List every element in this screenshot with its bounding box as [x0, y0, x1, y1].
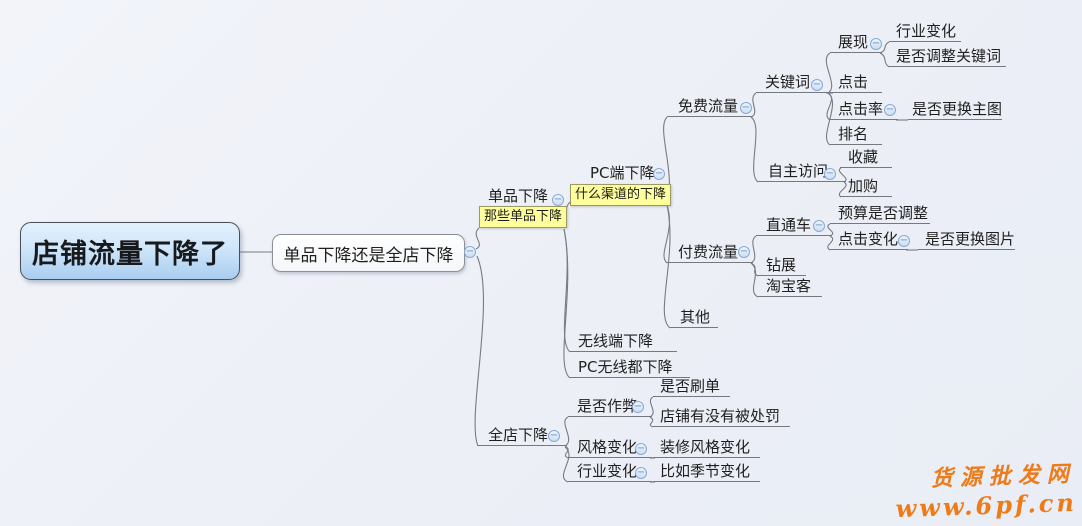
topic-paiming[interactable]: 排名	[830, 126, 882, 145]
collapse-icon-dianji-bianhua[interactable]: −	[898, 235, 910, 247]
topic-yusuan[interactable]: 预算是否调整	[830, 205, 930, 224]
topic-danpin[interactable]: 单品下降	[488, 187, 549, 205]
collapse-icon-danpin[interactable]: −	[552, 194, 564, 206]
collapse-icon-fengge[interactable]: −	[635, 443, 647, 455]
topic-dianjilv[interactable]: 点击率	[830, 101, 898, 120]
topic-shoucang[interactable]: 收藏	[840, 149, 892, 168]
topic-taobaoke[interactable]: 淘宝客	[758, 278, 822, 297]
topic-shifou-zuobi[interactable]: 是否作弊	[568, 398, 652, 417]
topic-wuxian[interactable]: 无线端下降	[570, 333, 677, 352]
topic-quandian[interactable]: 全店下降	[478, 427, 567, 446]
topic-jiagou[interactable]: 加购	[840, 178, 892, 197]
collapse-icon-dianjilv[interactable]: −	[884, 104, 896, 116]
topic-dianji-bianhua[interactable]: 点击变化	[830, 231, 908, 250]
topic-genghuan-tupian[interactable]: 是否更换图片	[918, 231, 1015, 250]
topic-chufa[interactable]: 店铺有没有被处罚	[653, 408, 790, 427]
topic-qita[interactable]: 其他	[670, 309, 718, 328]
topic-zhanxian[interactable]: 展现	[830, 34, 882, 53]
topic-pc-wuxian[interactable]: PC无线都下降	[570, 359, 690, 378]
topic-mianfei[interactable]: 免费流量	[667, 98, 753, 117]
note-pc-drop[interactable]: 什么渠道的下降	[570, 184, 672, 206]
collapse-icon-mianfei[interactable]: −	[740, 102, 752, 114]
topic-shua-dan[interactable]: 是否刷单	[653, 378, 730, 397]
collapse-icon-zhanxian[interactable]: −	[870, 38, 882, 50]
topic-guanjianci[interactable]: 关键词	[756, 74, 830, 93]
collapse-icon-fufei[interactable]: −	[738, 246, 750, 258]
topic-zhuangxiu[interactable]: 装修风格变化	[653, 439, 760, 458]
note-danpin[interactable]: 那些单品下降	[479, 206, 568, 228]
watermark: 货源批发网 www.6pf.cn	[894, 456, 1077, 523]
collapse-icon-hangye2[interactable]: −	[635, 467, 647, 479]
topic-zizhu[interactable]: 自主访问	[758, 163, 846, 182]
collapse-icon-quandian[interactable]: −	[548, 430, 560, 442]
topic-jijie[interactable]: 比如季节变化	[653, 463, 760, 482]
topic-dianji[interactable]: 点击	[830, 74, 882, 93]
topic-pc-drop[interactable]: PC端下降	[590, 164, 655, 182]
topic-question[interactable]: 单品下降还是全店下降	[272, 234, 465, 272]
collapse-icon-zizhu[interactable]: −	[824, 168, 836, 180]
collapse-icon-pc-drop[interactable]: −	[653, 168, 665, 180]
topic-fengge[interactable]: 风格变化	[568, 439, 652, 458]
topic-hangye2[interactable]: 行业变化	[568, 463, 652, 482]
collapse-icon-guanjianci[interactable]: −	[811, 79, 823, 91]
topic-root[interactable]: 店铺流量下降了	[20, 222, 240, 280]
topic-zuanzhan[interactable]: 钻展	[758, 257, 806, 276]
collapse-icon-shifou-zuobi[interactable]: −	[632, 401, 644, 413]
collapse-icon-question[interactable]: −	[464, 246, 476, 258]
topic-hangye1[interactable]: 行业变化	[889, 23, 961, 42]
topic-genghuan-zhutu[interactable]: 是否更换主图	[908, 101, 1002, 120]
topic-tiaozheng-gjc[interactable]: 是否调整关键词	[889, 48, 1006, 67]
collapse-icon-zhitongche[interactable]: −	[813, 220, 825, 232]
topic-fufei[interactable]: 付费流量	[667, 244, 753, 263]
topic-zhitongche[interactable]: 直通车	[756, 217, 832, 236]
